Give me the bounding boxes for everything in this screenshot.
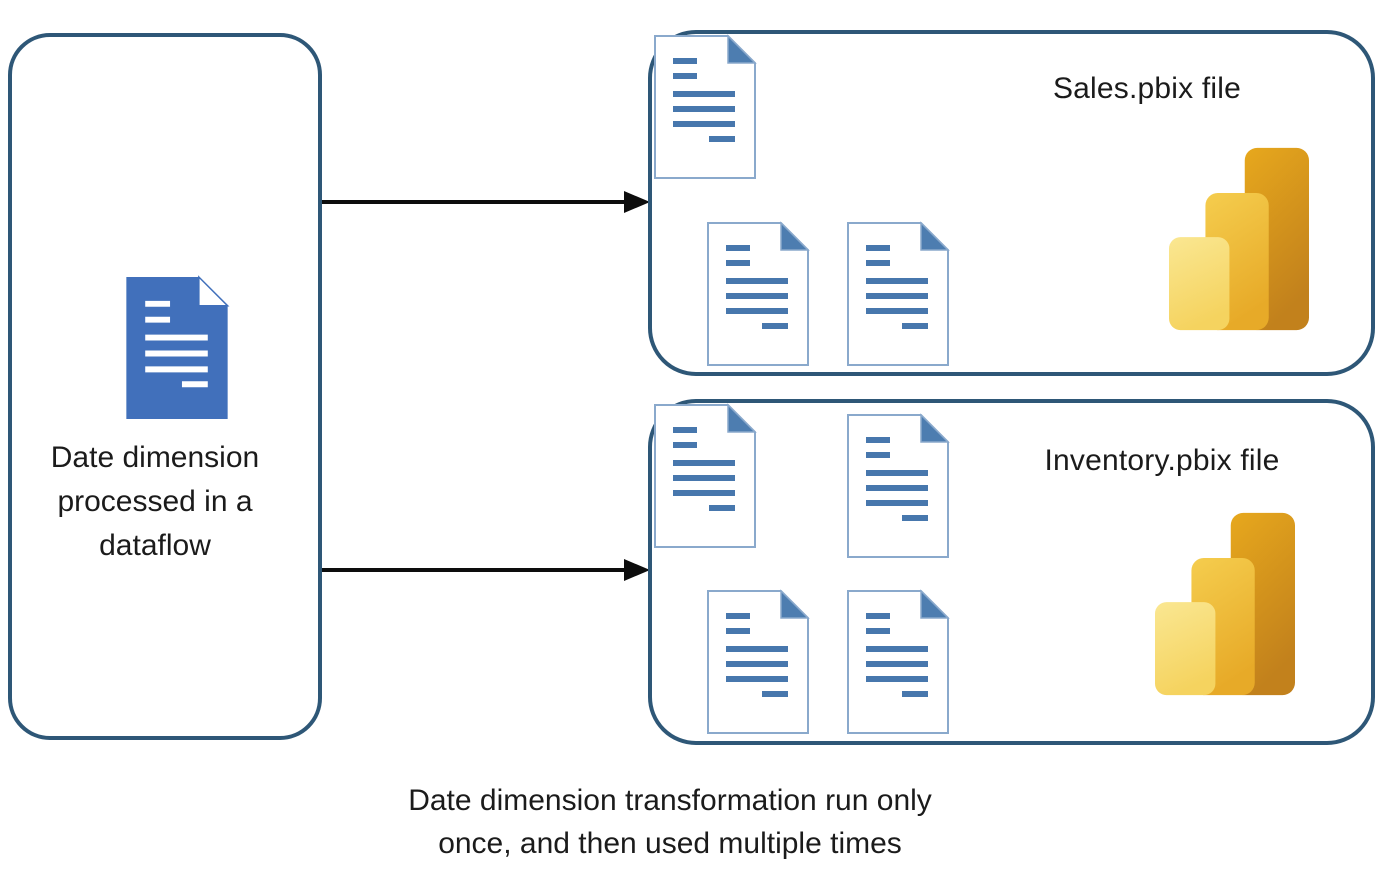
source-label-line: dataflow [99,529,211,562]
sales-pbix-box: Sales.pbix file [648,30,1375,376]
document-icon [845,413,951,559]
caption-line: once, and then used multiple times [438,827,902,860]
document-icon [705,589,811,735]
inventory-pbix-box: Inventory.pbix file [648,399,1375,745]
document-icon [845,589,951,735]
document-icon [705,221,811,367]
document-icon [845,221,951,367]
caption-line: Date dimension transformation run only [408,784,932,817]
sales-box-title: Sales.pbix file [1052,72,1242,105]
arrow-to-sales [322,189,652,215]
source-label-line: processed in a [57,485,253,518]
dataflow-source-box [8,33,322,740]
blue-document-icon [124,275,230,421]
arrow-to-inventory [322,557,652,583]
dataflow-source-label: Date dimension processed in a dataflow [18,436,292,568]
source-label-line: Date dimension [50,441,260,474]
diagram-caption: Date dimension transformation run only o… [270,779,1070,865]
document-icon [652,34,758,180]
document-icon [652,403,758,549]
power-bi-logo [1169,147,1309,331]
inventory-box-title: Inventory.pbix file [1044,444,1280,477]
power-bi-logo [1155,512,1295,696]
